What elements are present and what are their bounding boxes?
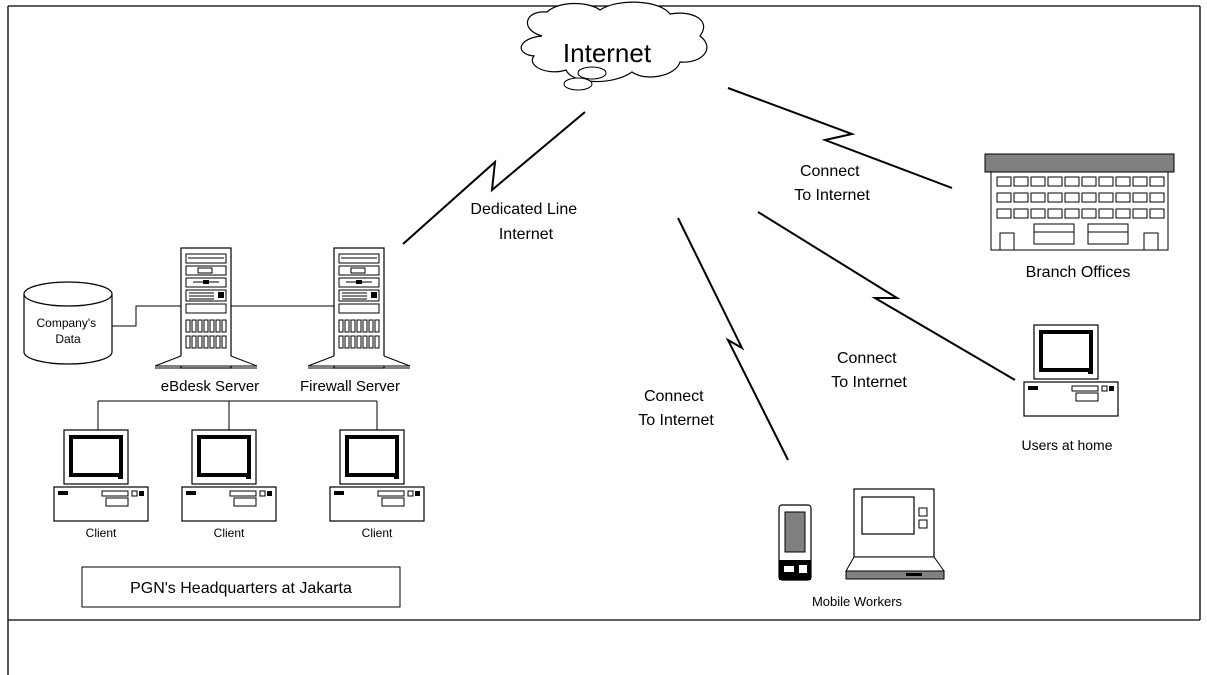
mobile-workers-label: Mobile Workers [812,594,903,609]
ebdesk-server-label: eBdesk Server [161,378,259,395]
mobile-link [677,217,789,461]
internet-label: Internet [563,38,652,68]
users-at-home-label: Users at home [1021,437,1112,453]
home-link [757,211,1016,381]
client-label: Client [214,526,245,540]
firewall-server-icon [307,247,411,369]
hq-wiring [97,305,378,430]
ebdesk-server-icon [154,247,258,369]
mobile-connect-label: Connect To Internet [638,388,714,429]
client-label: Client [362,526,393,540]
headquarters-label: PGN's Headquarters at Jakarta [130,580,352,597]
client-computer-icon [328,428,426,523]
dedicated-line-link [402,111,586,245]
branch-offices-label: Branch Offices [1026,264,1131,281]
company-data-label: Company's Data [37,316,100,346]
home-connect-label: Connect To Internet [831,350,907,391]
company-data-storage-icon [23,281,113,365]
branch-link [727,87,953,189]
firewall-server-label: Firewall Server [300,378,400,395]
branch-connect-label: Connect To Internet [794,163,870,204]
client-label: Client [86,526,117,540]
home-computer-icon [1022,323,1120,418]
internet-cloud-icon [520,1,708,91]
pda-icon [778,504,812,581]
branch-office-building-icon [984,153,1175,251]
laptop-icon [845,488,945,580]
client-computer-icon [180,428,278,523]
dedicated-line-label: Dedicated Line Internet [470,201,581,243]
client-computer-icon [52,428,150,523]
headquarters-box [81,566,401,608]
